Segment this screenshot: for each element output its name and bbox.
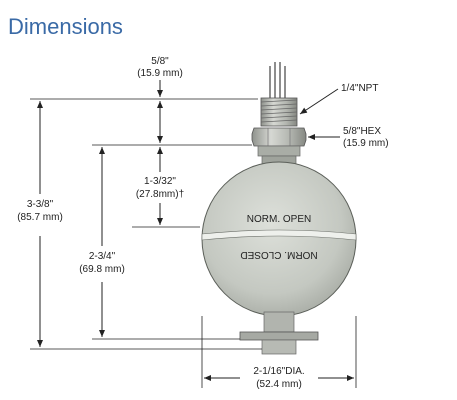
body-height-label: 2-3/4" (89, 251, 116, 262)
npt-thread-fitting (260, 97, 298, 127)
float-ball: NORM. OPEN NORM. CLOSED (201, 161, 357, 317)
float-offset-mm-label: (27.8mm)† (136, 189, 184, 200)
page-title: Dimensions (8, 14, 123, 39)
npt-label: 1/4"NPT (341, 83, 378, 94)
lead-wires (269, 62, 286, 98)
body-height-dimension: 2-3/4" (69.8 mm) (79, 147, 125, 337)
diameter-mm-label: (52.4 mm) (256, 379, 302, 390)
bottom-stem (239, 311, 319, 355)
hex-label: 5/8"HEX (343, 126, 381, 137)
float-offset-label: 1-3/32" (144, 176, 176, 187)
overall-height-dimension: 3-3/8" (85.7 mm) (17, 101, 63, 347)
body-height-mm-label: (69.8 mm) (79, 264, 125, 275)
hex-mm-label: (15.9 mm) (343, 138, 389, 149)
diameter-label: 2-1/16"DIA. (253, 366, 304, 377)
hex-callout: 5/8"HEX (15.9 mm) (308, 126, 389, 149)
npt-callout: 1/4"NPT (299, 83, 378, 115)
norm-closed-label: NORM. CLOSED (240, 249, 317, 260)
top-width-dimension: 5/8" (15.9 mm) (137, 56, 183, 143)
extension-lines (30, 98, 357, 388)
top-width-label: 5/8" (151, 56, 169, 67)
norm-open-label: NORM. OPEN (247, 214, 311, 225)
hex-nut (251, 127, 307, 147)
float-offset-dimension: 1-3/32" (27.8mm)† (136, 147, 184, 225)
overall-height-label: 3-3/8" (27, 199, 54, 210)
diameter-dimension: 2-1/16"DIA. (52.4 mm) (204, 366, 354, 390)
overall-height-mm-label: (85.7 mm) (17, 212, 63, 223)
top-width-mm-label: (15.9 mm) (137, 68, 183, 79)
